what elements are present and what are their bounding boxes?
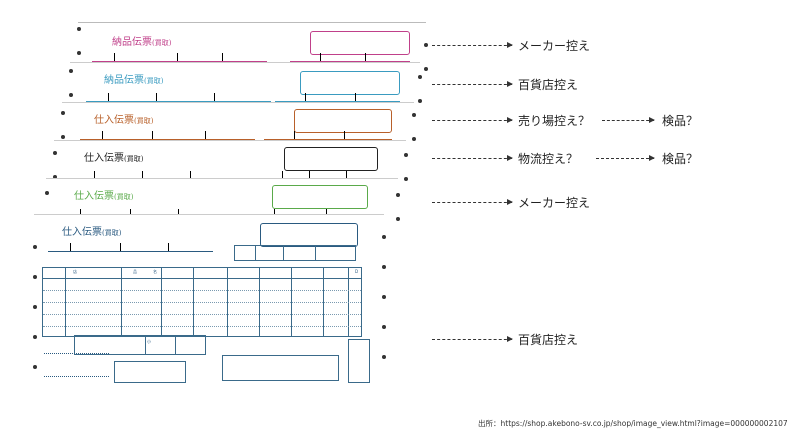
arrow-connector [432,199,513,205]
receipt-stamp-box [294,109,392,133]
arrow-connector [596,155,655,161]
arrow-connector [602,117,655,123]
form-title: 納品伝票(買取) [104,75,164,86]
arrow-connector [432,81,513,87]
delivery-info-box [114,361,186,383]
form-header-row [48,243,213,252]
item-field-label: 品 [133,269,137,274]
form-title: 仕入伝票(買取) [94,115,154,126]
annotation-label-maker-copy-2: メーカー控え [518,196,591,210]
annotation-label-maker-copy: メーカー控え [518,39,591,53]
receipt-stamp-box [284,147,378,171]
form-stack: 納品伝票(買取) 納品伝票(買取) 仕入伝票(買取) 仕入伝票(買取) [0,0,430,400]
annotation-label-inspection-2: 検品？ [662,152,699,166]
form-code-row [290,53,410,62]
form-title: 仕入伝票(買取) [74,191,134,202]
annotation-label-sales-floor-copy: 売り場控え？ [518,114,591,128]
form-title: 納品伝票(買取) [112,37,172,48]
form-title: 仕入伝票(買取) [62,227,122,238]
annotation-label-inspection: 検品？ [662,114,699,128]
arrow-connector [432,42,513,48]
receipt-stamp-box [260,223,358,247]
subtotal-label: 小 [147,339,151,344]
form-title: 仕入伝票(買取) [84,153,144,164]
annotation-label-store-copy-2: 百貨店控え [518,333,579,347]
form-code-boxes [234,245,356,261]
inspection-stamp-box [348,339,370,383]
receipt-stamp-box [300,71,400,95]
arrow-connector [432,336,513,342]
item-detail-grid: 店 品 名 D [42,267,362,337]
total-box [222,355,339,381]
annotation-label-logistics-copy: 物流控え？ [518,152,579,166]
annotation-label-store-copy: 百貨店控え [518,78,579,92]
form-code-row [275,93,400,102]
form-sheet-front: 仕入伝票(買取) 店 品 名 D 小 [33,214,386,387]
footer-lines [44,353,109,377]
store-field-label: 店 [73,269,77,274]
source-caption: 出所：https://shop.akebono-sv.co.jp/shop/im… [478,419,788,428]
arrow-connector [432,117,513,123]
form-header-row [92,53,267,62]
subtotal-area: 小 [74,335,206,355]
receipt-stamp-box [310,31,410,55]
form-header-row [86,93,271,102]
form-code-row [264,131,392,140]
form-header-row [80,131,255,140]
receipt-stamp-box [272,185,368,209]
arrow-connector [432,155,513,161]
column-d-label: D [355,269,359,274]
name-field-label: 名 [153,269,157,274]
